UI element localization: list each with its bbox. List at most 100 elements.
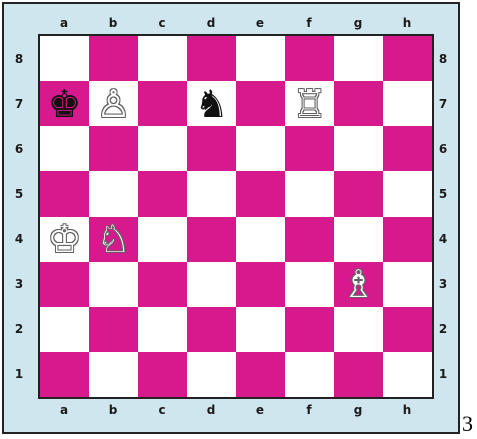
- square-d7[interactable]: ♞: [187, 81, 236, 126]
- square-e3[interactable]: [236, 262, 285, 307]
- square-g1[interactable]: [334, 352, 383, 397]
- square-h5[interactable]: [383, 171, 432, 216]
- square-d1[interactable]: [187, 352, 236, 397]
- black-knight-piece[interactable]: ♞: [194, 85, 228, 123]
- square-g7[interactable]: [334, 81, 383, 126]
- white-knight-piece[interactable]: ♘: [96, 220, 130, 258]
- square-g3[interactable]: ♗: [334, 262, 383, 307]
- square-c4[interactable]: [138, 217, 187, 262]
- square-d6[interactable]: [187, 126, 236, 171]
- diagram-number: 3: [462, 412, 473, 436]
- square-h8[interactable]: [383, 36, 432, 81]
- square-d4[interactable]: [187, 217, 236, 262]
- file-label-g-top: g: [334, 16, 382, 30]
- square-h3[interactable]: [383, 262, 432, 307]
- rank-label-1-left: 1: [12, 367, 26, 381]
- square-c2[interactable]: [138, 307, 187, 352]
- square-a1[interactable]: [40, 352, 89, 397]
- square-g2[interactable]: [334, 307, 383, 352]
- square-h6[interactable]: [383, 126, 432, 171]
- square-e2[interactable]: [236, 307, 285, 352]
- rank-label-4-right: 4: [436, 232, 450, 246]
- square-g4[interactable]: [334, 217, 383, 262]
- square-a4[interactable]: ♔: [40, 217, 89, 262]
- square-f2[interactable]: [285, 307, 334, 352]
- square-e7[interactable]: [236, 81, 285, 126]
- file-label-h-bottom: h: [383, 403, 431, 417]
- rank-label-8-right: 8: [436, 52, 450, 66]
- square-f8[interactable]: [285, 36, 334, 81]
- square-a2[interactable]: [40, 307, 89, 352]
- black-king-piece[interactable]: ♚: [47, 85, 81, 123]
- file-label-e-top: e: [236, 16, 284, 30]
- square-a8[interactable]: [40, 36, 89, 81]
- square-g6[interactable]: [334, 126, 383, 171]
- square-d8[interactable]: [187, 36, 236, 81]
- square-f4[interactable]: [285, 217, 334, 262]
- square-a5[interactable]: [40, 171, 89, 216]
- square-c1[interactable]: [138, 352, 187, 397]
- rank-label-5-left: 5: [12, 187, 26, 201]
- square-d3[interactable]: [187, 262, 236, 307]
- rank-label-7-left: 7: [12, 97, 26, 111]
- square-h4[interactable]: [383, 217, 432, 262]
- square-g5[interactable]: [334, 171, 383, 216]
- square-f7[interactable]: ♖: [285, 81, 334, 126]
- file-label-f-top: f: [285, 16, 333, 30]
- square-e4[interactable]: [236, 217, 285, 262]
- square-c8[interactable]: [138, 36, 187, 81]
- white-bishop-piece[interactable]: ♗: [341, 265, 375, 303]
- square-h7[interactable]: [383, 81, 432, 126]
- square-b7[interactable]: ♙: [89, 81, 138, 126]
- file-label-g-bottom: g: [334, 403, 382, 417]
- square-b1[interactable]: [89, 352, 138, 397]
- square-e5[interactable]: [236, 171, 285, 216]
- square-h1[interactable]: [383, 352, 432, 397]
- rank-label-3-left: 3: [12, 277, 26, 291]
- square-g8[interactable]: [334, 36, 383, 81]
- square-a6[interactable]: [40, 126, 89, 171]
- file-label-a-top: a: [40, 16, 88, 30]
- square-e6[interactable]: [236, 126, 285, 171]
- file-label-h-top: h: [383, 16, 431, 30]
- rank-label-6-left: 6: [12, 142, 26, 156]
- square-e8[interactable]: [236, 36, 285, 81]
- rank-label-1-right: 1: [436, 367, 450, 381]
- file-label-d-top: d: [187, 16, 235, 30]
- file-label-e-bottom: e: [236, 403, 284, 417]
- rank-label-4-left: 4: [12, 232, 26, 246]
- square-h2[interactable]: [383, 307, 432, 352]
- file-label-b-top: b: [89, 16, 137, 30]
- square-c5[interactable]: [138, 171, 187, 216]
- square-b3[interactable]: [89, 262, 138, 307]
- square-f6[interactable]: [285, 126, 334, 171]
- square-e1[interactable]: [236, 352, 285, 397]
- rank-label-7-right: 7: [436, 97, 450, 111]
- square-b6[interactable]: [89, 126, 138, 171]
- square-b4[interactable]: ♘: [89, 217, 138, 262]
- square-a7[interactable]: ♚: [40, 81, 89, 126]
- rank-label-2-right: 2: [436, 322, 450, 336]
- square-b5[interactable]: [89, 171, 138, 216]
- white-king-piece[interactable]: ♔: [47, 220, 81, 258]
- square-c7[interactable]: [138, 81, 187, 126]
- white-rook-piece[interactable]: ♖: [292, 85, 326, 123]
- file-label-d-bottom: d: [187, 403, 235, 417]
- white-pawn-piece[interactable]: ♙: [96, 85, 130, 123]
- square-a3[interactable]: [40, 262, 89, 307]
- chessboard: ♚ ♙ ♞ ♖ ♔ ♘ ♗: [38, 34, 434, 399]
- square-b8[interactable]: [89, 36, 138, 81]
- rank-label-3-right: 3: [436, 277, 450, 291]
- square-c3[interactable]: [138, 262, 187, 307]
- rank-label-2-left: 2: [12, 322, 26, 336]
- square-f5[interactable]: [285, 171, 334, 216]
- square-f3[interactable]: [285, 262, 334, 307]
- file-label-a-bottom: a: [40, 403, 88, 417]
- rank-label-8-left: 8: [12, 52, 26, 66]
- square-d2[interactable]: [187, 307, 236, 352]
- square-c6[interactable]: [138, 126, 187, 171]
- square-f1[interactable]: [285, 352, 334, 397]
- square-d5[interactable]: [187, 171, 236, 216]
- square-b2[interactable]: [89, 307, 138, 352]
- file-label-b-bottom: b: [89, 403, 137, 417]
